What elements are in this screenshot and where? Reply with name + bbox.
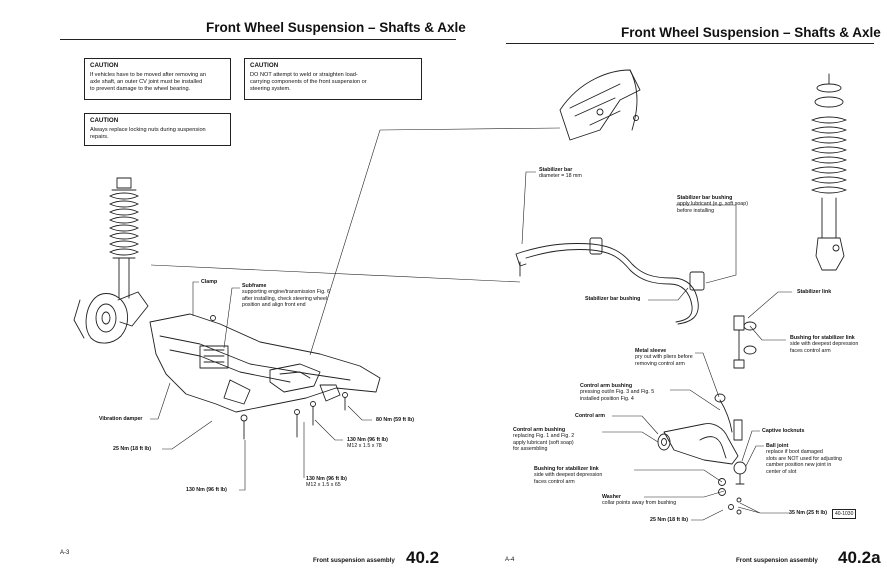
label-torque-25nm-left: 25 Nm (18 ft lb)	[113, 446, 151, 452]
label-torque-25nm-right: 25 Nm (18 ft lb)	[650, 517, 688, 523]
caution-title: CAUTION	[90, 62, 119, 69]
label-control-arm-bushing-1: Control arm bushing pressing out/in Fig.…	[580, 383, 655, 402]
caution-title: CAUTION	[90, 117, 119, 124]
label-subframe: Subframe supporting engine/transmission …	[242, 283, 331, 309]
caution-box-cv-joint: CAUTION If vehicles have to be moved aft…	[84, 58, 231, 100]
caution-line: repairs.	[90, 134, 109, 141]
label-torque-80nm: 80 Nm (59 ft lb)	[376, 417, 414, 423]
caution-box-locking-nuts: CAUTION Always replace locking nuts duri…	[84, 113, 231, 146]
subframe	[149, 313, 381, 440]
control-arm	[657, 393, 747, 515]
label-metal-sleeve: Metal sleeve pry out with pliers before …	[635, 348, 693, 367]
label-torque-130nm-m12x78: 130 Nm (96 ft lb) M12 x 1.5 x 78	[347, 437, 388, 450]
label-torque-35nm: 35 Nm (25 ft lb)	[789, 510, 827, 516]
left-strut-assembly	[109, 177, 139, 299]
label-stabilizer-link: Stabilizer link	[797, 289, 832, 295]
label-bushing-stabilizer-link: Bushing for stabilizer link side with de…	[790, 335, 859, 354]
right-footer-section-number: 40.2a	[838, 548, 881, 567]
label-captive-locknuts: Captive locknuts	[762, 428, 805, 434]
label-torque-130nm-m12x65: 130 Nm (96 ft lb) M12 x 1.5 x 65	[306, 476, 347, 489]
stabilizer-link	[733, 315, 757, 369]
left-header-rule	[60, 39, 456, 41]
label-stabilizer-bar-bushing-2: Stabilizer bar bushing	[585, 296, 641, 302]
label-washer: Washer collar points away from bushing	[602, 494, 677, 507]
label-ball-joint: Ball joint replace if boot damaged slots…	[766, 443, 842, 475]
label-stabilizer-bar: Stabilizer bar diameter = 18 mm	[539, 167, 582, 180]
label-stabilizer-bar-bushing: Stabilizer bar bushing apply lubricant (…	[677, 195, 748, 214]
left-footer-section: Front suspension assembly	[313, 557, 395, 564]
body-panel-sketch	[559, 69, 641, 141]
left-page-header: Front Wheel Suspension – Shafts & Axle	[206, 20, 466, 35]
caution-title: CAUTION	[250, 62, 279, 69]
figure-ref-code: 40-1030	[832, 509, 857, 519]
left-footer-page-ref: A-3	[60, 550, 70, 556]
label-clamp: Clamp	[201, 279, 218, 285]
label-control-arm-bushing-2: Control arm bushing replacing Fig. 1 and…	[513, 427, 575, 453]
label-vibration-damper: Vibration damper	[99, 416, 143, 422]
caution-box-no-weld: CAUTION DO NOT attempt to weld or straig…	[244, 58, 422, 100]
left-knuckle-hub	[73, 291, 149, 344]
caution-line: to prevent damage to the wheel bearing.	[90, 86, 191, 93]
right-header-rule	[506, 43, 874, 45]
caution-line: carrying components of the front suspens…	[250, 79, 367, 86]
label-bushing-stabilizer-link-2: Bushing for stabilizer link side with de…	[534, 466, 603, 485]
label-torque-130nm-left: 130 Nm (96 ft lb)	[186, 487, 227, 493]
caution-line: axle shaft, an outer CV joint must be in…	[90, 79, 203, 86]
right-page-header: Front Wheel Suspension – Shafts & Axle	[621, 25, 881, 40]
caution-line: steering system.	[250, 86, 291, 93]
label-control-arm: Control arm	[575, 413, 606, 419]
right-footer-section: Front suspension assembly	[736, 557, 818, 564]
caution-line: DO NOT attempt to weld or straighten loa…	[250, 72, 358, 78]
caution-line: Always replace locking nuts during suspe…	[90, 127, 206, 133]
stabilizer-bar	[515, 237, 705, 325]
right-strut-assembly	[811, 73, 847, 271]
ref-line-top	[309, 127, 561, 356]
right-footer-page-ref: A-4	[505, 557, 515, 563]
caution-line: If vehicles have to be moved after remov…	[90, 72, 206, 78]
left-footer-section-number: 40.2	[406, 548, 440, 567]
